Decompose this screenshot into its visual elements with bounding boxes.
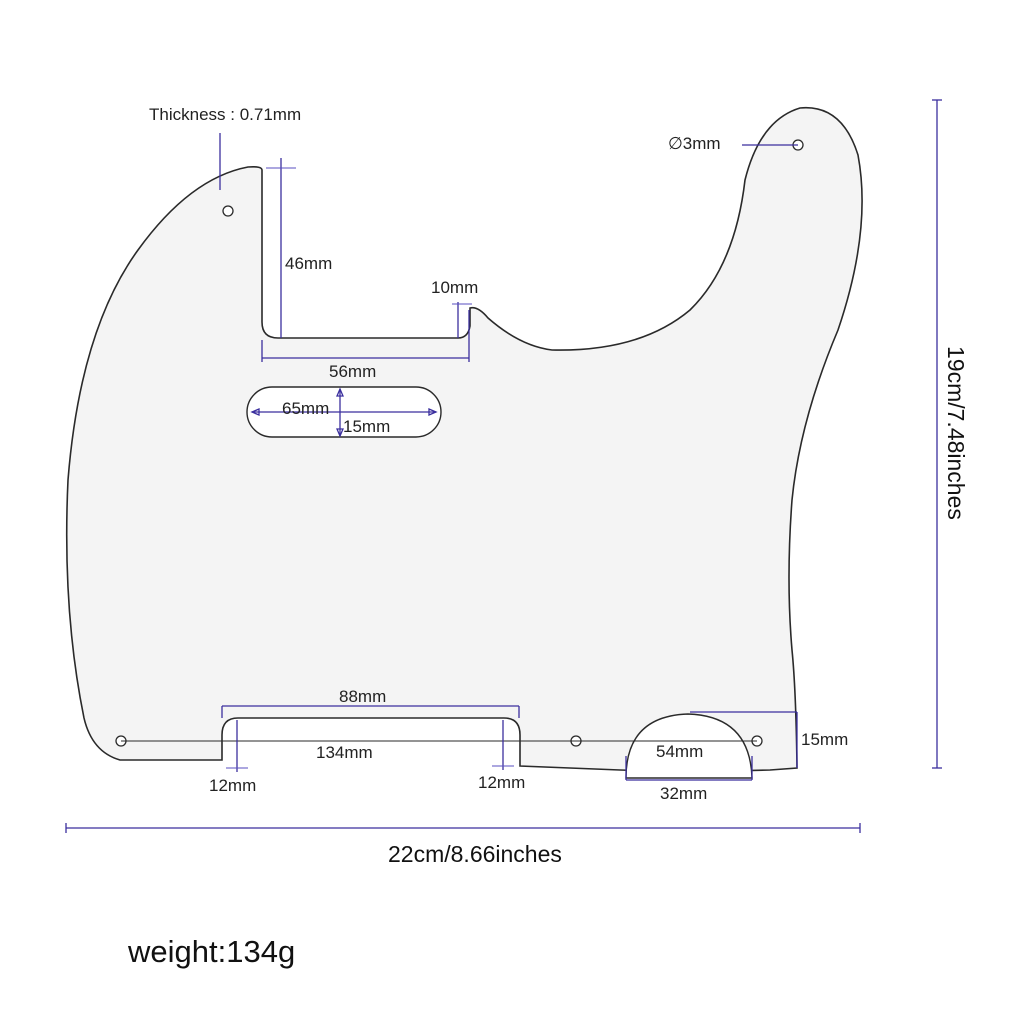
jack-height-label: 15mm — [801, 730, 848, 749]
neck-width-dimension — [261, 310, 470, 362]
jack-base-label: 32mm — [660, 784, 707, 803]
hole-diameter-label: ∅3mm — [668, 134, 721, 153]
overall-width-dimension — [65, 823, 861, 833]
jack-width-label: 54mm — [656, 742, 703, 761]
bridge-left-tab-label: 12mm — [209, 776, 256, 795]
neck-step-label: 10mm — [431, 278, 478, 297]
overall-height-label: 19cm/7.48inches — [943, 346, 969, 520]
overall-height-dimension — [932, 99, 942, 769]
overall-width-label: 22cm/8.66inches — [388, 841, 562, 867]
weight-label: weight:134g — [127, 934, 295, 969]
neck-step-dimension — [452, 302, 472, 338]
bridge-right-tab-dimension — [492, 720, 514, 770]
mount-span-label: 134mm — [316, 743, 373, 762]
neck-width-label: 56mm — [329, 362, 376, 381]
jack-cutout — [625, 713, 753, 779]
neck-depth-dimension — [266, 158, 296, 338]
pickup-length-dimension — [250, 408, 438, 416]
bridge-width-label: 88mm — [339, 687, 386, 706]
pickup-height-dimension — [336, 387, 344, 438]
bridge-right-tab-label: 12mm — [478, 773, 525, 792]
pickguard-outline — [65, 106, 863, 772]
bridge-left-tab-dimension — [226, 720, 248, 772]
jack-height-dimension — [690, 711, 798, 768]
mount-hole-top-left — [222, 205, 234, 217]
neck-depth-label: 46mm — [285, 254, 332, 273]
jack-base-dimension — [625, 756, 753, 781]
pickup-length-label: 65mm — [282, 399, 329, 418]
pickup-height-label: 15mm — [343, 417, 390, 436]
thickness-label: Thickness : 0.71mm — [149, 105, 301, 124]
bridge-width-dimension — [221, 705, 520, 718]
